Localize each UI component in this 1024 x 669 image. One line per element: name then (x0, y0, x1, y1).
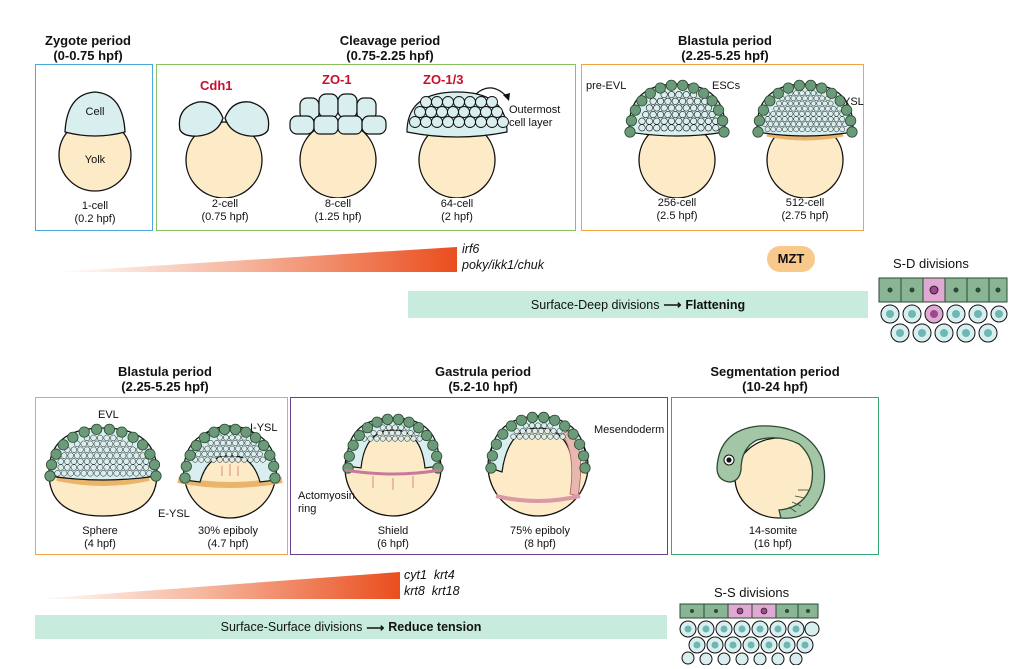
gastrula-title: Gastrula period(5.2-10 hpf) (434, 364, 532, 394)
pre-evl-label: pre-EVL (586, 80, 627, 92)
zygote-title: Zygote period(0-0.75 hpf) (45, 33, 131, 63)
zygote-box (35, 64, 153, 231)
blastula-box-bottom (35, 397, 288, 555)
expression-gradient-bottom (35, 572, 400, 599)
stage-8cell: 8-cell(1.25 hpf) (314, 198, 362, 223)
mesendoderm-label: Mesendoderm (594, 424, 665, 436)
embryo-30-epiboly (177, 423, 283, 519)
embryo-14-somite (716, 425, 826, 519)
protein-zo13: ZO-1/3 (423, 72, 464, 87)
stage-512cell: 512-cell(2.75 hpf) (781, 197, 829, 222)
outermost-note: Outermost cell layer (509, 104, 561, 129)
outermost-arrow-icon (475, 87, 510, 101)
e-ysl-label: E-YSL (158, 508, 190, 520)
protein-zo1: ZO-1 (322, 72, 352, 87)
genes-bottom: cyt1 krt4 krt8 krt18 (404, 568, 460, 598)
stage-2cell: 2-cell(0.75 hpf) (201, 198, 249, 223)
embryo-512cell (752, 79, 858, 198)
stage-256cell: 256-cell(2.5 hpf) (656, 197, 698, 222)
gastrula-box (290, 397, 668, 555)
segmentation-title: Segmentation period(10-24 hpf) (710, 364, 840, 394)
evl-label: EVL (98, 409, 119, 421)
blastula-box-top (581, 64, 864, 231)
stage-sphere: Sphere(4 hpf) (82, 525, 118, 550)
zygote-embryo (58, 91, 132, 192)
zygote-stage-label: 1-cell(0.2 hpf) (74, 200, 116, 225)
stage-64cell: 64-cell(2 hpf) (440, 198, 474, 223)
embryo-shield (342, 413, 444, 517)
sd-divisions-inset (878, 277, 1008, 343)
segmentation-box (671, 397, 879, 555)
cell-label: Cell (85, 106, 105, 118)
ss-inset-title: S-S divisions (714, 585, 790, 600)
cleavage-box (156, 64, 576, 231)
cleavage-title: Cleavage period(0.75-2.25 hpf) (339, 33, 441, 63)
stage-14-somite: 14-somite(16 hpf) (748, 525, 798, 550)
blastula-title-top: Blastula period(2.25-5.25 hpf) (678, 33, 772, 63)
ss-divisions-inset (679, 603, 820, 665)
stage-30-epiboly: 30% epiboly(4.7 hpf) (198, 525, 258, 550)
embryo-64cell (406, 91, 509, 198)
stage-shield: Shield(6 hpf) (377, 525, 409, 550)
mzt-badge: MZT (767, 246, 815, 272)
embryo-75-epiboly (485, 411, 591, 517)
blastula-title-bottom: Blastula period(2.25-5.25 hpf) (118, 364, 212, 394)
escs-label: ESCs (712, 80, 741, 92)
embryo-8cell (289, 93, 387, 198)
i-ysl-label: I-YSL (250, 422, 278, 434)
ysl-label: YSL (843, 96, 864, 108)
embryo-sphere (44, 423, 162, 517)
protein-cdh1: Cdh1 (200, 78, 233, 93)
yolk-label: Yolk (84, 154, 106, 166)
actomyosin-ring-label: Actomyosin ring (298, 490, 355, 515)
embryo-2cell (178, 101, 270, 198)
embryo-256cell (624, 79, 730, 198)
stage-75-epiboly: 75% epiboly(8 hpf) (510, 525, 570, 550)
surface-deep-bar: Surface-Deep divisions⟶Flattening (408, 291, 868, 318)
sd-inset-title: S-D divisions (893, 256, 969, 271)
expression-gradient-top (55, 247, 457, 272)
surface-surface-bar: Surface-Surface divisions⟶Reduce tension (35, 615, 667, 639)
